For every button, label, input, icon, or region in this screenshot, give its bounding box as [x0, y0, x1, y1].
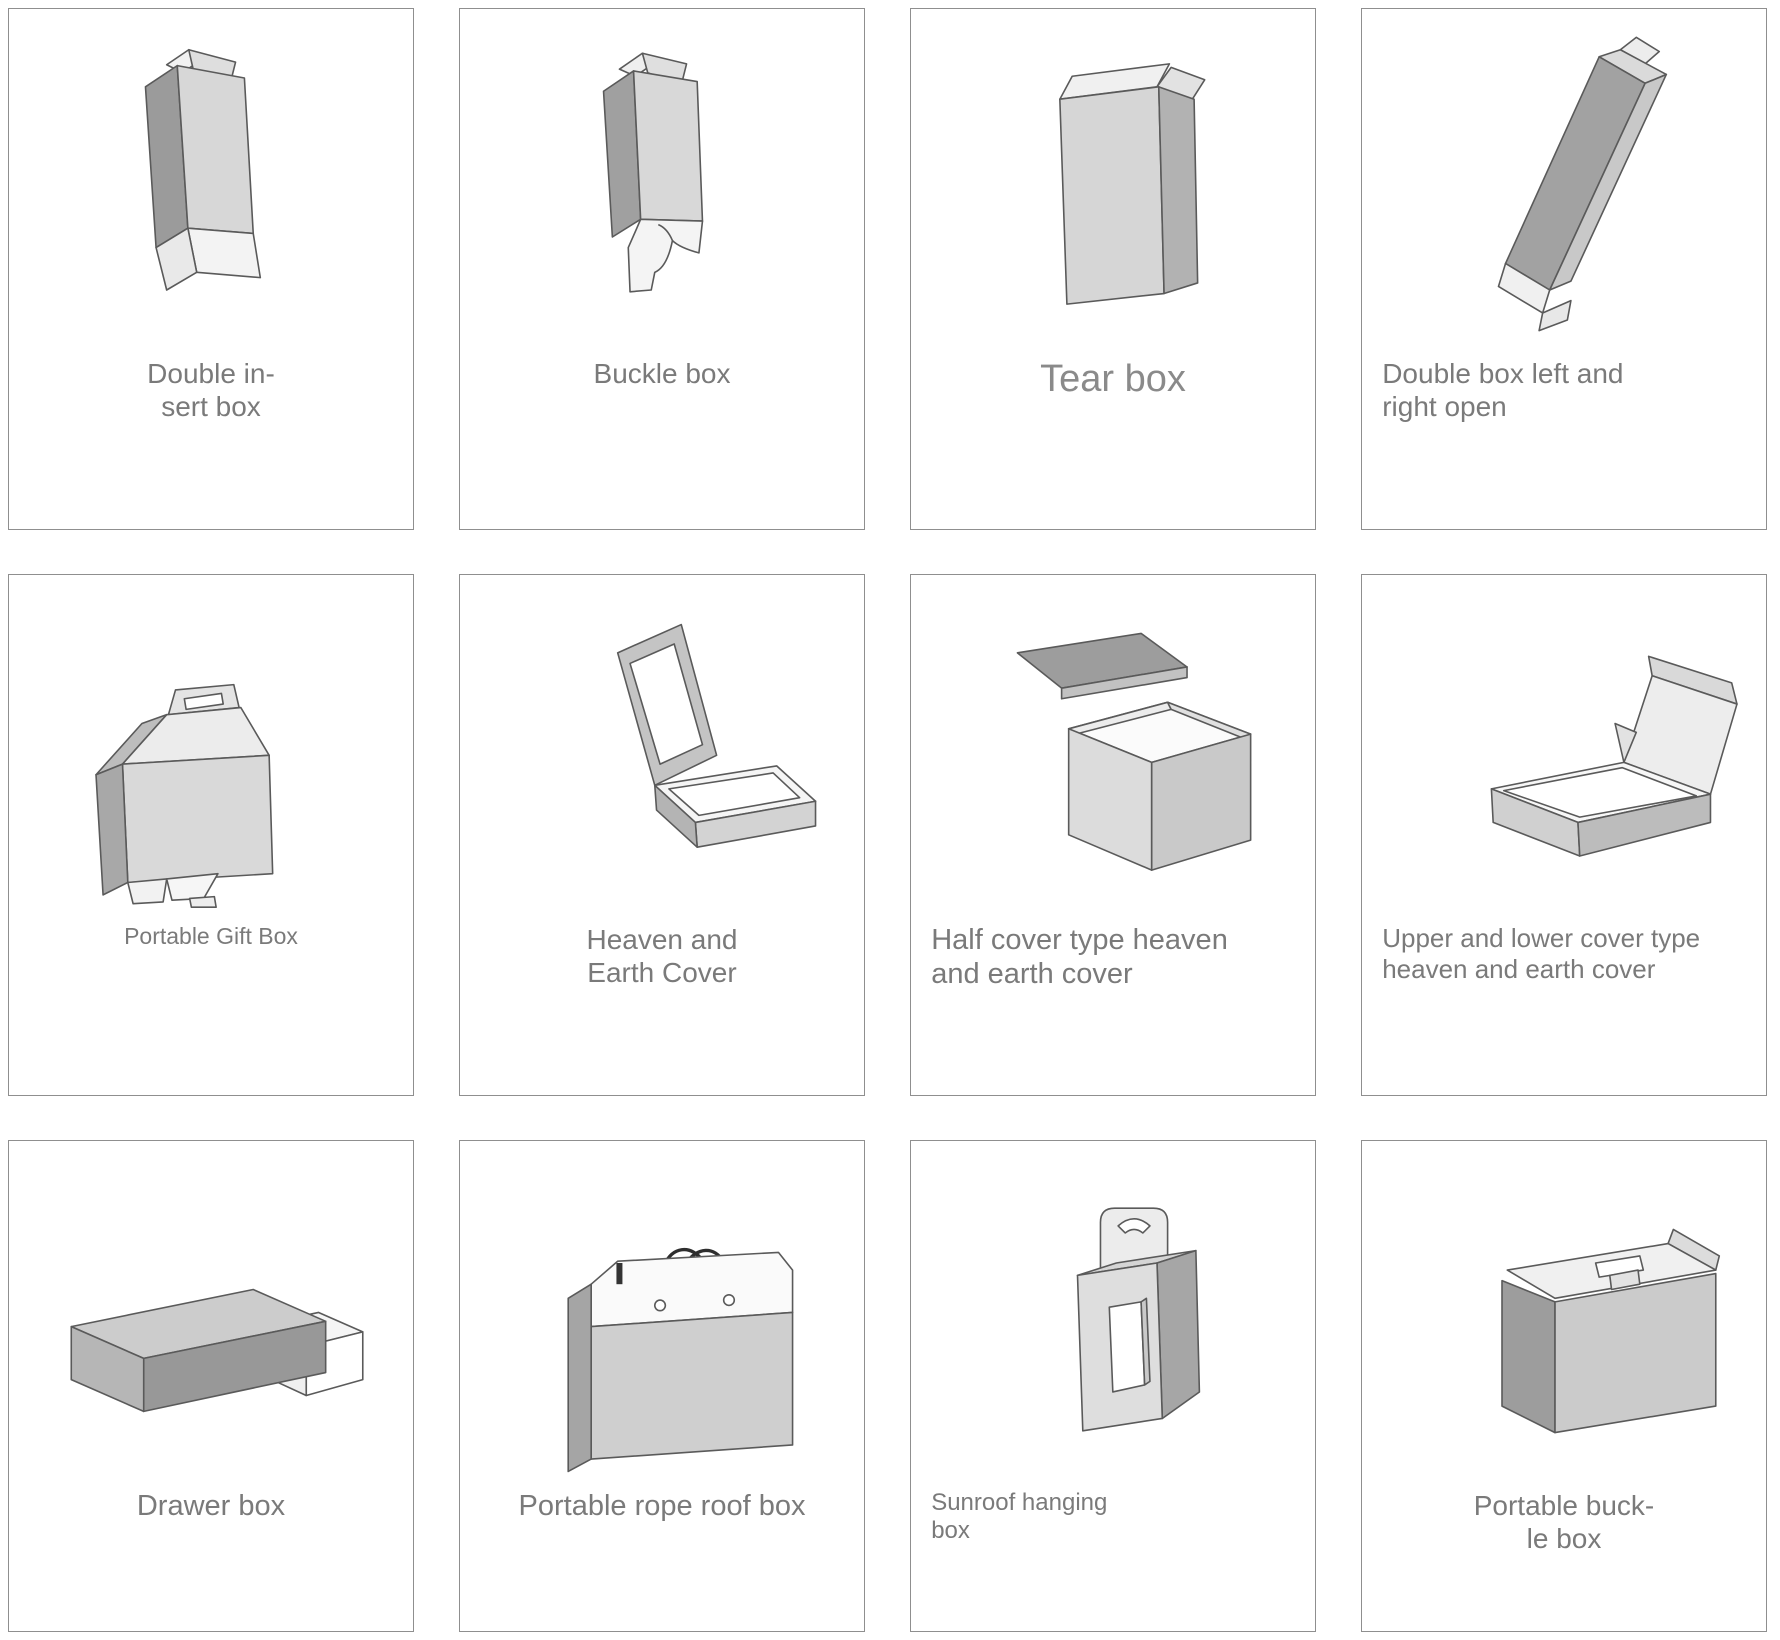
box-label: Double in- sert box — [147, 358, 275, 423]
box-label: Sunroof hanging box — [931, 1489, 1108, 1545]
box-label: Portable rope roof box — [518, 1490, 806, 1522]
box-label: Portable Gift Box — [124, 923, 298, 949]
box-label: Drawer box — [136, 1490, 286, 1522]
card-heaven-and-earth-cover: Heaven and Earth Cover — [459, 574, 865, 1096]
box-label: Buckle box — [593, 358, 731, 389]
box-label: Portable buck- le box — [1473, 1490, 1655, 1555]
double-insert-box-illustration — [25, 25, 397, 343]
card-portable-rope-roof-box: Portable rope roof box — [459, 1140, 865, 1632]
card-portable-buckle-box: Portable buck- le box — [1361, 1140, 1767, 1632]
buckle-box-illustration — [476, 25, 848, 343]
box-label: Heaven and Earth Cover — [586, 924, 738, 989]
box-label: Double box left and right open — [1382, 358, 1624, 423]
card-portable-gift-box: Portable Gift Box — [8, 574, 414, 1096]
card-buckle-box: Buckle box — [459, 8, 865, 530]
double-box-left-right-open-illustration — [1378, 25, 1750, 343]
half-cover-heaven-earth-illustration — [927, 591, 1299, 909]
card-double-insert-box: Double in- sert box — [8, 8, 414, 530]
portable-buckle-box-illustration — [1378, 1157, 1750, 1475]
card-drawer-box: Drawer box — [8, 1140, 414, 1632]
card-half-cover-heaven-earth: Half cover type heaven and earth cover — [910, 574, 1316, 1096]
upper-lower-cover-heaven-earth-illustration — [1378, 591, 1750, 909]
box-label: Upper and lower cover type heaven and ea… — [1382, 923, 1701, 984]
card-double-box-left-right-open: Double box left and right open — [1361, 8, 1767, 530]
heaven-and-earth-cover-illustration — [476, 591, 848, 909]
portable-gift-box-illustration — [25, 591, 397, 909]
drawer-box-illustration — [25, 1157, 397, 1475]
card-tear-box: Tear box — [910, 8, 1316, 530]
sunroof-hanging-box-illustration — [927, 1157, 1299, 1475]
card-sunroof-hanging-box: Sunroof hanging box — [910, 1140, 1316, 1632]
card-upper-lower-cover-heaven-earth: Upper and lower cover type heaven and ea… — [1361, 574, 1767, 1096]
portable-rope-roof-box-illustration — [476, 1157, 848, 1475]
box-label: Tear box — [1040, 358, 1186, 400]
tear-box-illustration — [927, 25, 1299, 343]
box-label: Half cover type heaven and earth cover — [931, 924, 1228, 991]
